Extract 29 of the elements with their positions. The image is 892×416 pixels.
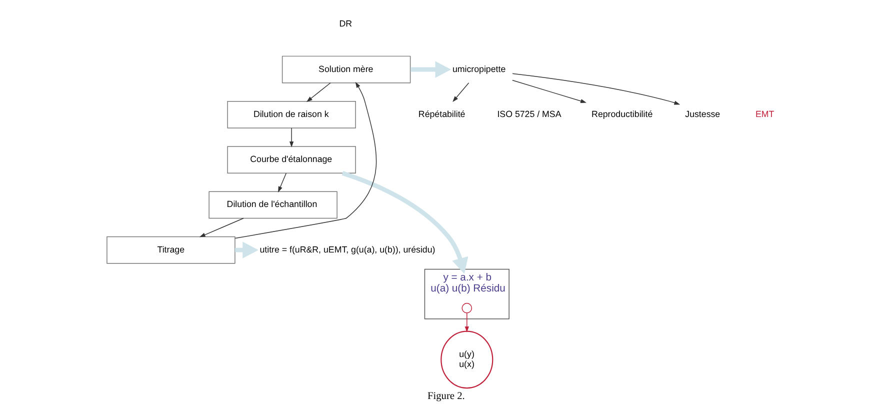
arrow (199, 218, 244, 238)
node-circle (462, 302, 472, 314)
node-text: utitre = f(uR&R, uEMT, g(u(a), u(b)), urésidu) (260, 244, 436, 254)
arrow (452, 82, 470, 102)
node-circle: u(y) u(x) (440, 330, 494, 389)
arrow (464, 312, 469, 332)
node-text: umicropipette (452, 64, 506, 74)
node-box: Dilution de raison k (227, 100, 356, 128)
arrow (289, 128, 294, 148)
arrow (410, 61, 452, 78)
node-text: Justesse (685, 108, 720, 119)
arrow (512, 80, 586, 104)
node-box: Titrage (106, 236, 236, 264)
caption: Figure 2. (428, 391, 465, 402)
arrow (342, 171, 468, 274)
arrow (235, 242, 258, 258)
label: ISO 5725 / MSA (497, 108, 562, 119)
arrow (278, 172, 287, 192)
arrow (306, 82, 331, 102)
node-box: Courbe d'étalonnage (227, 146, 356, 174)
node-text: Répétabilité (418, 108, 466, 119)
node-text: Reproductibilité (592, 108, 653, 119)
label: DR (339, 18, 352, 29)
node-box: Solution mère (282, 56, 411, 84)
arrow (234, 82, 377, 239)
node-box: Dilution de l'échantillon (208, 191, 338, 219)
cluster: y = a.x + b u(a) u(b) Résidu (424, 268, 510, 320)
label: EMT (755, 108, 774, 119)
arrow (512, 73, 680, 105)
